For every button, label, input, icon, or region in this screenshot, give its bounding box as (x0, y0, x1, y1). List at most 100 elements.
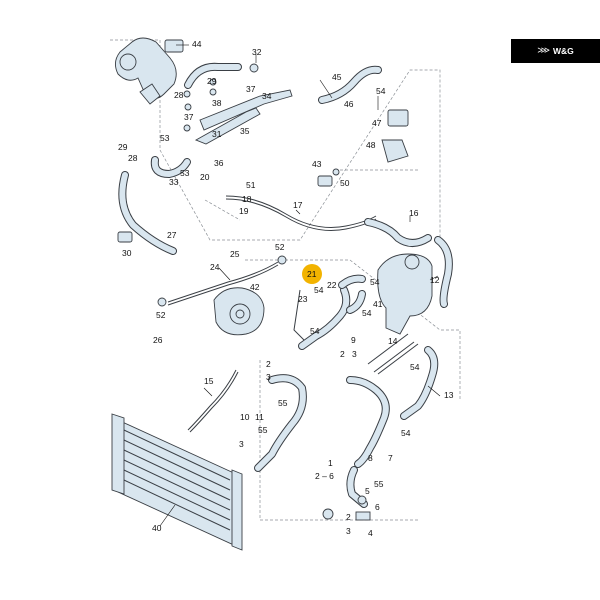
turbocharger (115, 37, 184, 105)
label-44: 44 (192, 39, 202, 49)
pipes-14 (367, 333, 419, 375)
label-55b: 55 (258, 425, 268, 435)
label-54f: 54 (410, 362, 420, 372)
label-54c: 54 (370, 277, 380, 287)
label-6: 6 (375, 502, 380, 512)
leader-lines (159, 44, 441, 527)
pipe-16 (364, 218, 432, 247)
label-54a: 54 (376, 86, 386, 96)
label-33: 33 (169, 177, 179, 187)
label-7: 7 (388, 453, 393, 463)
hose-13 (400, 346, 439, 420)
brand-mark-icon: ⋙ (537, 46, 550, 56)
part-labels: 44 32 29 37 28 38 34 37 35 53 31 29 28 3… (118, 39, 454, 538)
label-26: 26 (153, 335, 163, 345)
label-21: 21 (307, 269, 317, 279)
label-8: 8 (368, 453, 373, 463)
label-53: 53 (160, 133, 170, 143)
hose-10 (254, 374, 307, 472)
label-23: 23 (298, 294, 308, 304)
label-52b: 52 (156, 310, 166, 320)
brand-logo: ⋙ W&G (511, 39, 600, 63)
label-22: 22 (327, 280, 337, 290)
brand-text: W&G (553, 46, 574, 56)
label-28b: 28 (128, 153, 138, 163)
label-2b: 2 (266, 359, 271, 369)
label-55a: 55 (278, 398, 288, 408)
label-46: 46 (344, 99, 354, 109)
label-13: 13 (444, 390, 454, 400)
label-28: 28 (174, 90, 184, 100)
radiator (111, 413, 243, 551)
label-50: 50 (340, 178, 350, 188)
label-3a: 3 (352, 349, 357, 359)
hoses-21-23 (293, 274, 366, 350)
label-43: 43 (312, 159, 322, 169)
label-4: 4 (368, 528, 373, 538)
label-11: 11 (255, 412, 264, 422)
label-27: 27 (167, 230, 177, 240)
label-2d: 2 (346, 512, 351, 522)
sensor-43 (317, 168, 340, 187)
hose-27 (118, 171, 177, 255)
label-20: 20 (200, 172, 210, 182)
label-16: 16 (409, 208, 419, 218)
label-51: 51 (246, 180, 256, 190)
label-37b: 37 (184, 112, 194, 122)
label-41: 41 (373, 299, 383, 309)
label-3d: 3 (346, 526, 351, 536)
label-34: 34 (262, 91, 272, 101)
label-47: 47 (372, 118, 382, 128)
label-55c: 55 (374, 479, 384, 489)
label-2-6: 2 – 6 (315, 471, 334, 481)
hose-45 (318, 65, 382, 104)
label-36: 36 (214, 158, 224, 168)
label-17: 17 (293, 200, 303, 210)
label-29b: 29 (118, 142, 128, 152)
valve-47 (381, 109, 409, 163)
label-24: 24 (210, 262, 220, 272)
label-42: 42 (250, 282, 260, 292)
hose-15 (187, 369, 239, 433)
label-15: 15 (204, 376, 214, 386)
label-10: 10 (240, 412, 250, 422)
label-30: 30 (122, 248, 132, 258)
label-48: 48 (366, 140, 376, 150)
hose-33 (150, 156, 191, 178)
hose-12 (434, 236, 453, 308)
label-5: 5 (365, 486, 370, 496)
label-12: 12 (430, 275, 440, 285)
hose-upper-turbo (184, 62, 242, 89)
label-54e: 54 (310, 326, 320, 336)
label-45: 45 (332, 72, 342, 82)
pipe-17 (225, 195, 377, 231)
clamps-upper (183, 63, 259, 132)
label-40: 40 (152, 523, 162, 533)
label-14: 14 (388, 336, 398, 346)
label-18: 18 (242, 194, 252, 204)
label-52: 52 (275, 242, 285, 252)
label-1: 1 (328, 458, 333, 468)
fittings-lower (322, 466, 371, 521)
label-35: 35 (240, 126, 250, 136)
label-54d: 54 (362, 308, 372, 318)
label-31: 31 (212, 129, 222, 139)
highlight-marker (302, 264, 322, 284)
label-19: 19 (239, 206, 249, 216)
label-32: 32 (252, 47, 262, 57)
label-3b: 3 (266, 372, 271, 382)
label-54b: 54 (314, 285, 324, 295)
label-2a: 2 (340, 349, 345, 359)
label-9: 9 (351, 335, 356, 345)
coolant-pipe-34 (194, 89, 293, 145)
label-37: 37 (246, 84, 256, 94)
expansion-tank (377, 253, 433, 335)
label-25: 25 (230, 249, 240, 259)
label-38: 38 (212, 98, 222, 108)
pipe-24 (157, 255, 287, 307)
water-pump (213, 287, 265, 336)
label-54g: 54 (401, 428, 411, 438)
label-3c: 3 (239, 439, 244, 449)
hose-9 (346, 376, 390, 468)
